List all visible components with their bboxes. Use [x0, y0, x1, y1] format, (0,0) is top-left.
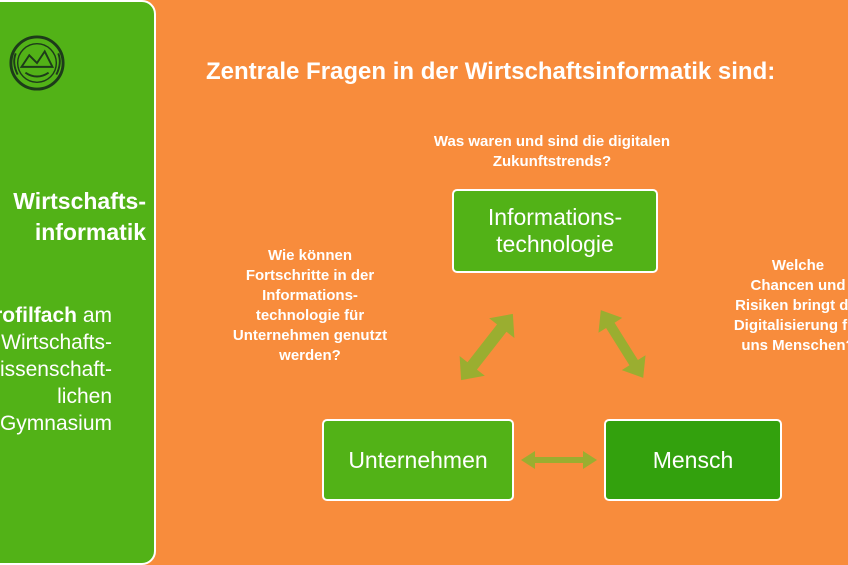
question-line: Welche — [771, 257, 825, 274]
box-label: Unternehmen — [348, 446, 488, 473]
sidebar-text-line: wissenschaft- — [0, 358, 112, 381]
sidebar-description: Profilfach am Wirtschafts- wissenschaft-… — [0, 302, 112, 437]
question-line: werden? — [279, 347, 341, 364]
question-line: Digitalisierung für — [733, 317, 848, 334]
sidebar-text-line: Gymnasium — [0, 412, 112, 435]
sidebar-panel: Wirtschafts- informatik Profilfach am Wi… — [0, 0, 156, 565]
question-line: uns Menschen? — [741, 337, 848, 354]
box-unternehmen: Unternehmen — [322, 419, 514, 501]
sidebar-text-bold: Profilfach — [0, 304, 77, 327]
box-label-line: technologie — [496, 231, 614, 257]
sidebar-text-line: Profilfach am — [0, 302, 112, 329]
question-right: Welche Chancen und Risiken bringt die Di… — [690, 256, 848, 356]
sidebar-title: Wirtschafts- informatik — [0, 186, 146, 248]
school-seal-icon — [9, 35, 65, 91]
question-left: Wie können Fortschritte in der Informati… — [196, 246, 424, 366]
double-arrow-unternehmen-mensch — [521, 451, 597, 469]
question-line: technologie für — [255, 307, 365, 324]
question-line: Chancen und — [750, 277, 846, 294]
sidebar-title-line: Wirtschafts- — [13, 188, 146, 214]
box-informationstechnologie: Informations- technologie — [452, 189, 658, 273]
question-line: Informations- — [262, 287, 358, 304]
slide-title: Zentrale Fragen in der Wirtschaftsinform… — [206, 58, 776, 85]
question-line: Zukunftstrends? — [492, 153, 612, 170]
box-label: Mensch — [652, 446, 734, 473]
sidebar-title-line: informatik — [34, 219, 146, 245]
question-line: Unternehmen genutzt — [232, 327, 388, 344]
box-mensch: Mensch — [604, 419, 782, 501]
question-line: Fortschritte in der — [245, 267, 375, 284]
question-line: Risiken bringt die — [735, 297, 848, 314]
box-label-line: Informations- — [487, 204, 623, 230]
sidebar-text-line: lichen — [57, 385, 112, 408]
question-top: Was waren und sind die digitalen Zukunft… — [392, 132, 712, 172]
sidebar-text-line: Wirtschafts- — [1, 331, 112, 354]
double-arrow-it-mensch — [598, 310, 646, 378]
sidebar-text-after-bold: am — [76, 304, 112, 327]
double-arrow-it-unternehmen — [459, 313, 515, 381]
question-line: Was waren und sind die digitalen — [433, 133, 671, 150]
question-line: Wie können — [267, 247, 353, 264]
